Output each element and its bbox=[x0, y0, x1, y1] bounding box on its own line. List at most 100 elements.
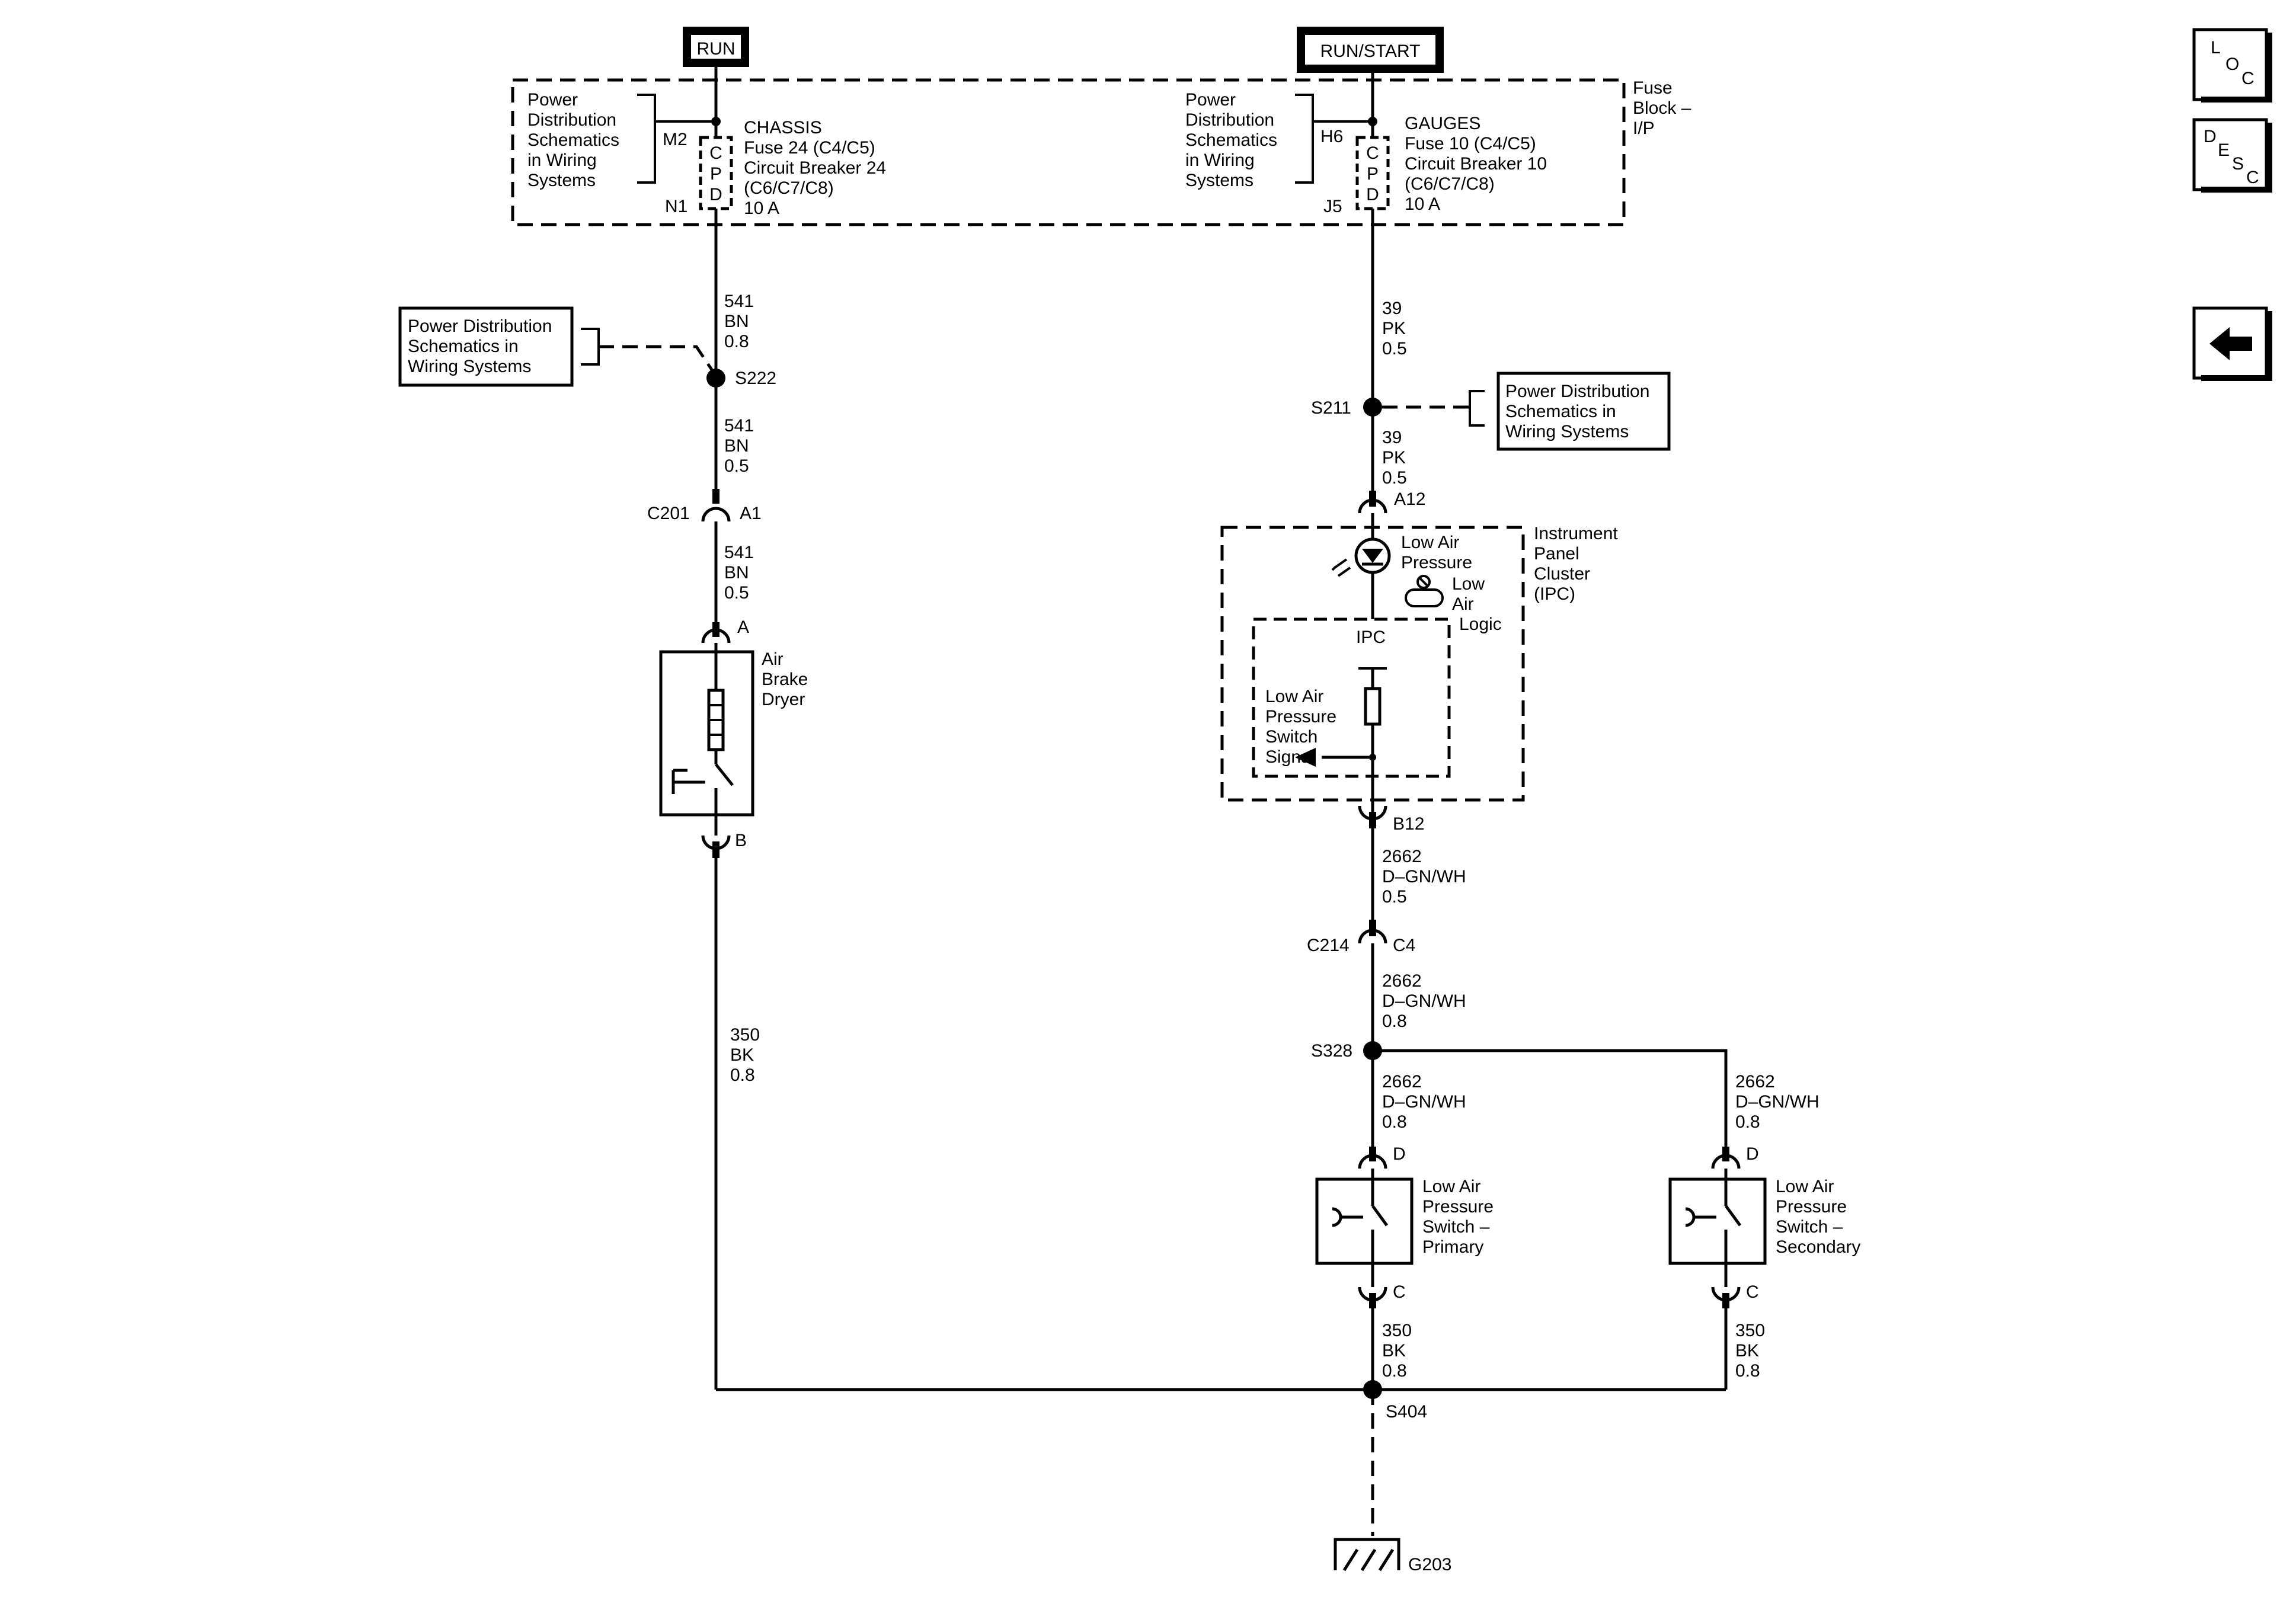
wire-label: 0.5 bbox=[724, 583, 749, 603]
component-label: Secondary bbox=[1776, 1237, 1860, 1257]
run-power-label: RUN bbox=[683, 27, 749, 67]
instrument-panel-cluster[interactable]: Instrument Panel Cluster (IPC) Low Air P… bbox=[1220, 513, 1618, 815]
wire-label: D–GN/WH bbox=[1382, 867, 1466, 886]
pin-label: B bbox=[735, 831, 747, 850]
low-air-pressure-switch-primary[interactable]: Low Air Pressure Switch – Primary bbox=[1315, 1169, 1494, 1287]
ref-box-line: Power Distribution bbox=[408, 316, 552, 336]
loc-letter: C bbox=[2241, 69, 2255, 88]
pin-label: D bbox=[1393, 1144, 1406, 1164]
fuse-right-ref[interactable]: Power Distribution Schematics in Wiring … bbox=[1185, 90, 1373, 190]
wire-label: BK bbox=[1382, 1341, 1406, 1361]
lamp-label: Pressure bbox=[1401, 553, 1472, 572]
left-circuit: 541 BN 0.8 Power Distribution Schematics… bbox=[398, 209, 808, 1390]
splice-label: S211 bbox=[1311, 398, 1351, 418]
ref-box-line: Power Distribution bbox=[1505, 382, 1649, 401]
pin-label: A bbox=[737, 617, 749, 637]
fuse-block-label-line: Fuse bbox=[1633, 78, 1673, 98]
wire-label: 2662 bbox=[1382, 971, 1422, 991]
cpd-letter: D bbox=[1366, 185, 1379, 204]
pin-label: N1 bbox=[665, 197, 687, 216]
fuse-desc: (C6/C7/C8) bbox=[744, 178, 834, 198]
cpd-letter: D bbox=[709, 185, 722, 204]
ref-line: Power bbox=[1185, 90, 1236, 110]
connector-c201 bbox=[701, 507, 731, 522]
wire-label: 350 bbox=[1382, 1321, 1412, 1340]
wire-label: 0.5 bbox=[724, 456, 749, 476]
ref-line: in Wiring bbox=[527, 151, 597, 170]
connector-label: C201 bbox=[647, 504, 690, 523]
fuse-desc: 10 A bbox=[1405, 194, 1440, 214]
wire-label: BK bbox=[730, 1045, 754, 1065]
signal-label: Low Air bbox=[1265, 687, 1323, 706]
pin-label: C4 bbox=[1393, 936, 1415, 955]
wire-label: BN bbox=[724, 436, 749, 456]
logic-label: Logic bbox=[1459, 614, 1502, 634]
wire-label: BN bbox=[724, 312, 749, 331]
ref-line: Distribution bbox=[1185, 110, 1274, 130]
wire-label: 0.8 bbox=[724, 332, 749, 351]
pullup-resistor-icon bbox=[1364, 687, 1382, 726]
lamp-label: Low Air bbox=[1401, 533, 1459, 552]
signal-arrow-icon bbox=[1295, 748, 1316, 767]
wire-label: 2662 bbox=[1382, 1072, 1422, 1092]
wire-label: 541 bbox=[724, 543, 754, 562]
wire-label: PK bbox=[1382, 448, 1406, 468]
fuse-block-outline bbox=[511, 78, 1626, 226]
fuse-block-label-line: I/P bbox=[1633, 119, 1655, 138]
component-label: Switch – bbox=[1776, 1217, 1843, 1237]
wire-label: 541 bbox=[724, 416, 754, 436]
logic-label: Air bbox=[1452, 594, 1474, 614]
ground-network: S404 G203 bbox=[716, 1380, 1726, 1574]
pin-label: A12 bbox=[1394, 489, 1425, 509]
component-label: Air bbox=[762, 649, 784, 669]
led-lamp-icon bbox=[1331, 537, 1391, 577]
wire-label: 0.8 bbox=[1382, 1361, 1407, 1381]
ground-icon bbox=[1334, 1538, 1400, 1571]
component-label: Brake bbox=[762, 670, 808, 689]
fuse-desc: Circuit Breaker 10 bbox=[1405, 154, 1547, 174]
loc-button[interactable]: L O C bbox=[2192, 28, 2272, 103]
wire-label: 0.5 bbox=[1382, 887, 1407, 907]
back-button[interactable] bbox=[2192, 306, 2272, 381]
run-text: RUN bbox=[697, 39, 736, 59]
desc-letter: S bbox=[2232, 154, 2244, 174]
wire-label: BK bbox=[1735, 1341, 1759, 1361]
ref-box-line: Schematics in bbox=[1505, 402, 1616, 421]
air-brake-dryer[interactable]: Air Brake Dryer bbox=[659, 643, 808, 836]
gauges-fuse: C P D H6 J5 GAUGES Fuse 10 (C4/C5) Circu… bbox=[1320, 73, 1547, 216]
signal-label: Switch bbox=[1265, 727, 1318, 747]
power-ref-box-right[interactable]: Power Distribution Schematics in Wiring … bbox=[1382, 372, 1671, 451]
run-start-text: RUN/START bbox=[1320, 41, 1421, 61]
component-label: Pressure bbox=[1776, 1197, 1847, 1217]
left-arrow-icon bbox=[2209, 327, 2252, 360]
switch-contact-icon bbox=[1724, 1205, 1742, 1227]
wire-label: 2662 bbox=[1735, 1072, 1775, 1092]
fuse-desc: GAUGES bbox=[1405, 114, 1480, 133]
wire-label: 0.8 bbox=[1735, 1112, 1760, 1132]
component-label: Primary bbox=[1422, 1237, 1483, 1257]
logic-label: Low bbox=[1452, 574, 1485, 594]
pin-label: D bbox=[1746, 1144, 1759, 1164]
pin-label: C bbox=[1393, 1282, 1406, 1302]
connector-label: C214 bbox=[1307, 936, 1350, 955]
wire-label: 0.8 bbox=[1735, 1361, 1760, 1381]
desc-button[interactable]: D E S C bbox=[2192, 118, 2272, 193]
pin-label: A1 bbox=[740, 504, 762, 523]
fuse-block-label-line: Block – bbox=[1633, 98, 1691, 118]
cpd-letter: P bbox=[1367, 164, 1379, 184]
power-ref-box-left[interactable]: Power Distribution Schematics in Wiring … bbox=[398, 306, 716, 387]
component-label: Instrument bbox=[1534, 524, 1618, 543]
ground-label: G203 bbox=[1408, 1555, 1451, 1574]
wire-label: D–GN/WH bbox=[1382, 991, 1466, 1011]
pressure-actuator-icon bbox=[671, 769, 705, 794]
fuse-left-ref[interactable]: Power Distribution Schematics in Wiring … bbox=[527, 90, 716, 190]
wire-label: 2662 bbox=[1382, 847, 1422, 866]
low-air-pressure-switch-secondary[interactable]: Low Air Pressure Switch – Secondary bbox=[1668, 1169, 1860, 1287]
fuse-desc: Fuse 24 (C4/C5) bbox=[744, 138, 875, 158]
pressure-actuator-icon bbox=[1685, 1207, 1716, 1227]
wire-label: BN bbox=[724, 563, 749, 582]
ref-line: Distribution bbox=[527, 110, 616, 130]
wire-label: 39 bbox=[1382, 299, 1402, 318]
signal-label: Pressure bbox=[1265, 707, 1336, 726]
